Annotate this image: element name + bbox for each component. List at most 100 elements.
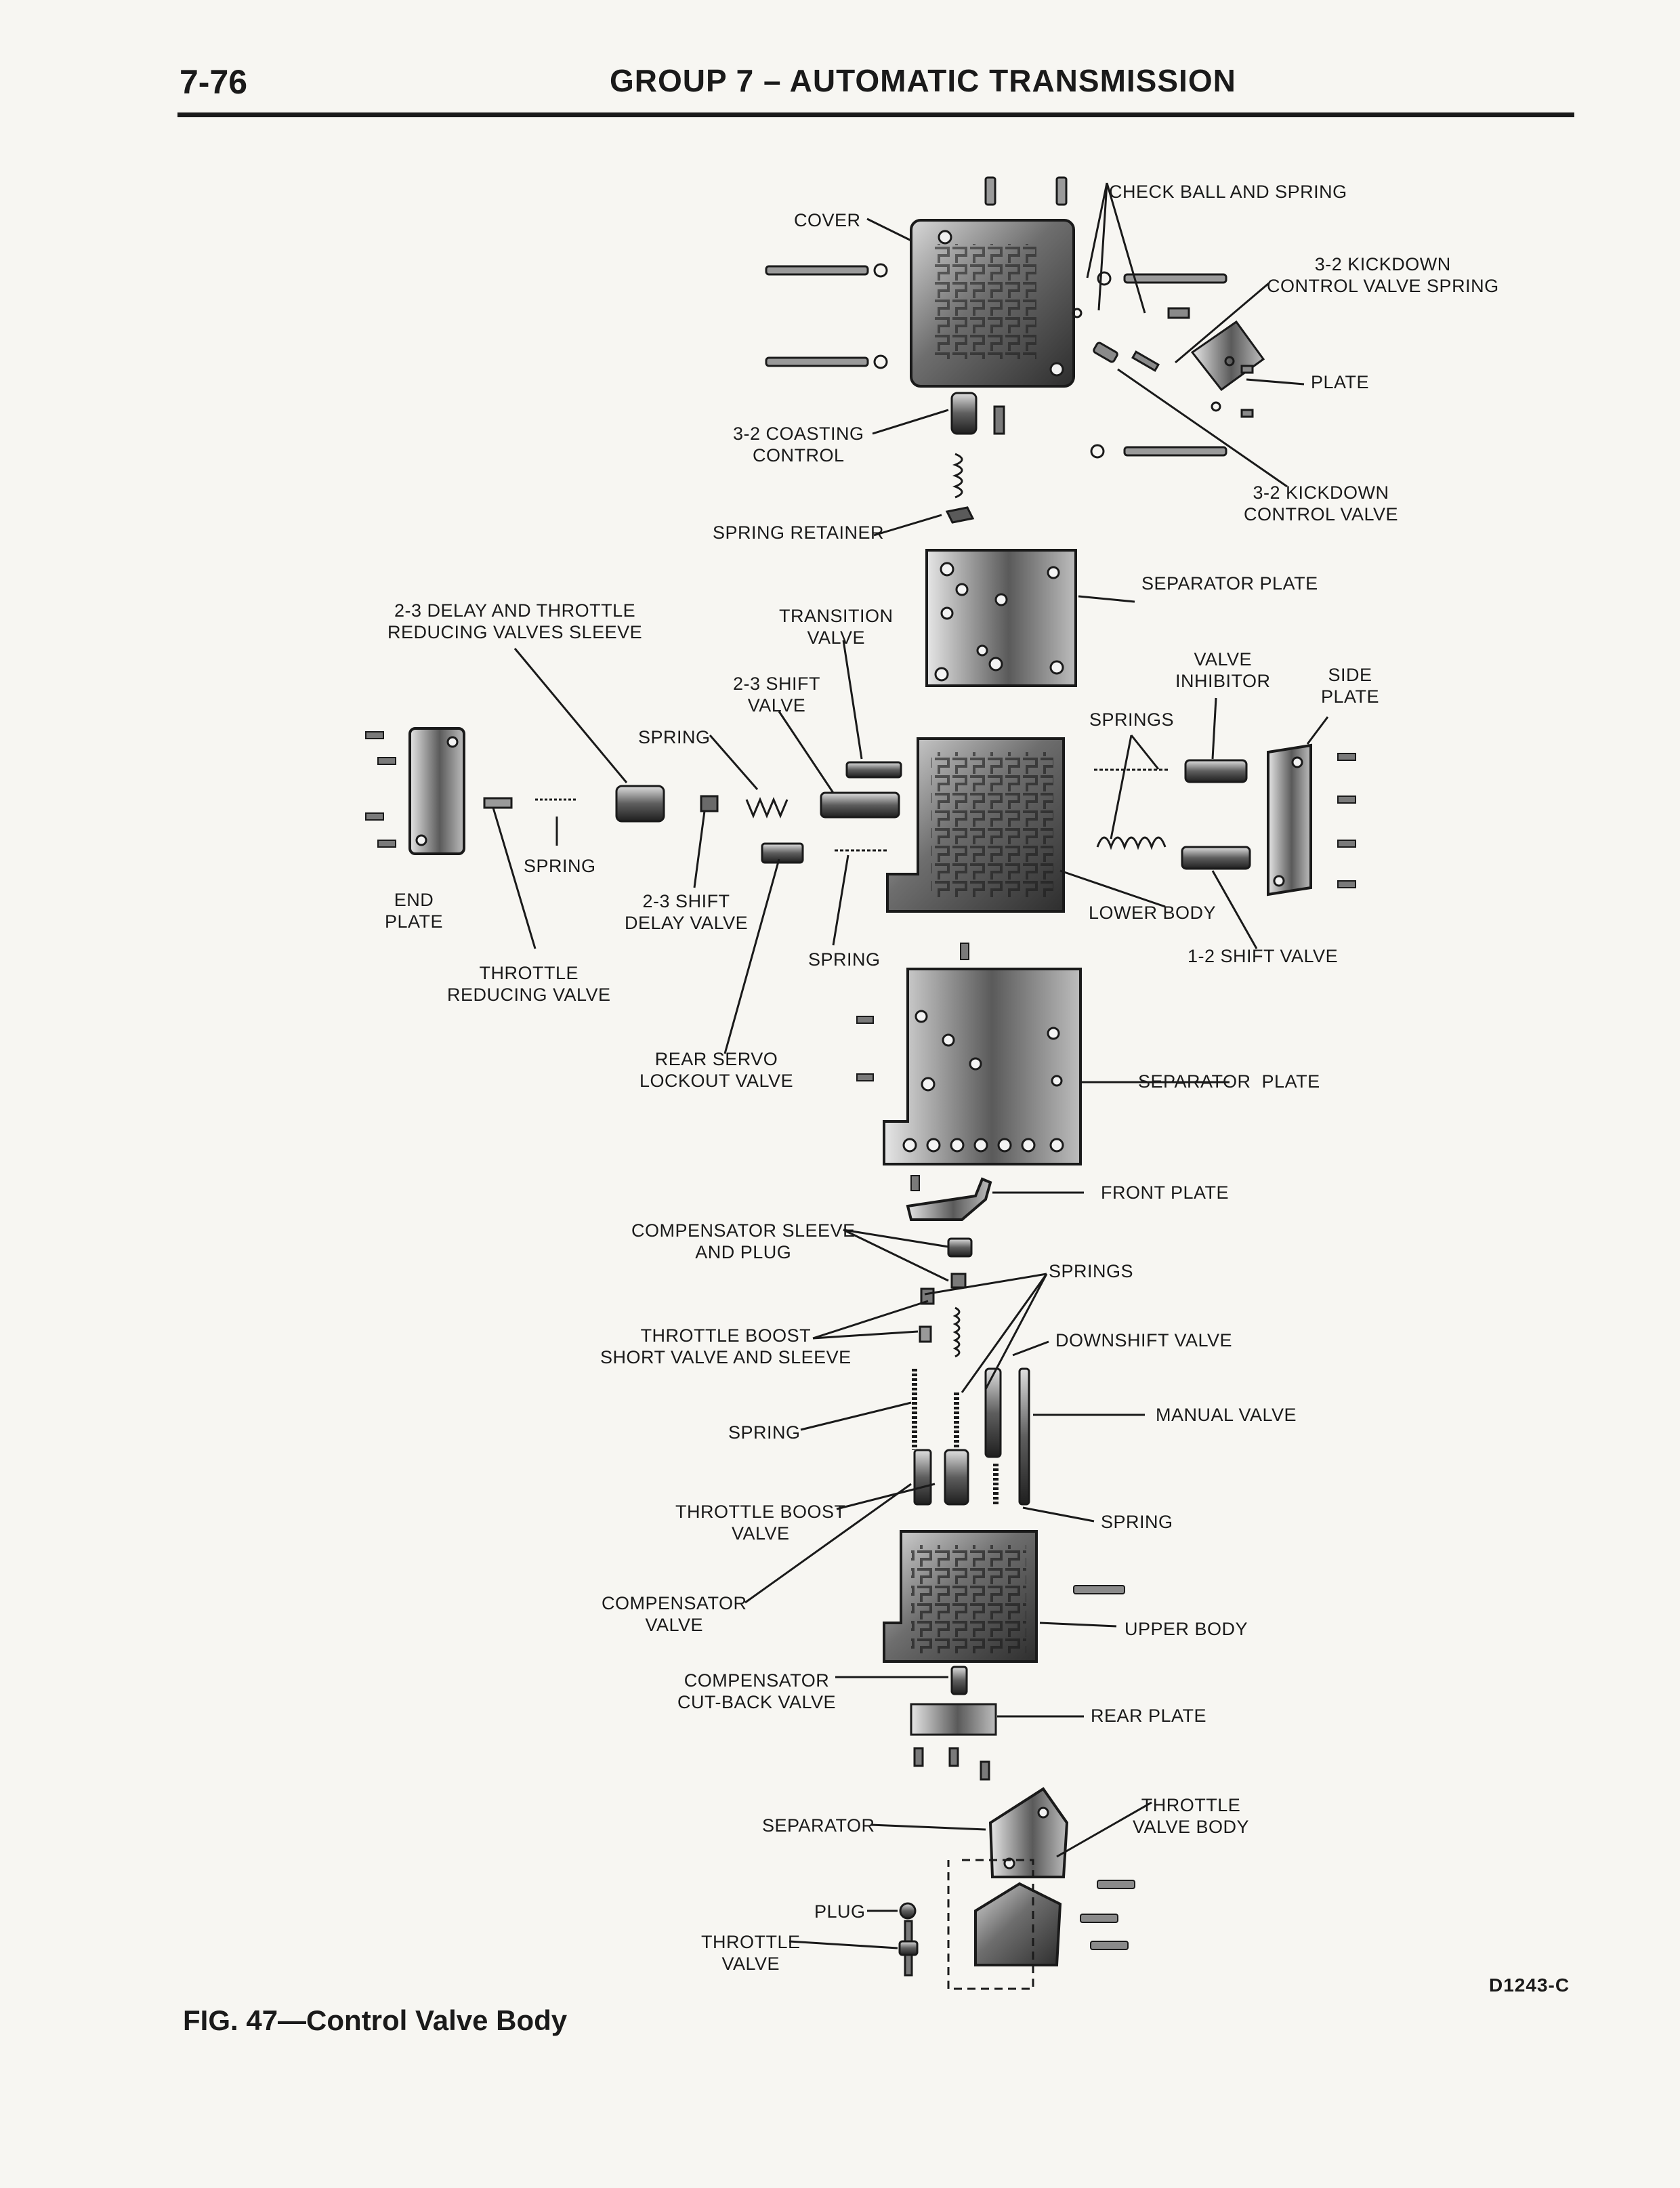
label-valve-inhibitor-line2: INHIBITOR	[1175, 671, 1271, 691]
label-compensator-sleeve-plug-line2: AND PLUG	[695, 1242, 792, 1262]
label-throttle-reducing-valve-line2: REDUCING VALVE	[447, 985, 611, 1005]
label-rear-servo-lockout: REAR SERVO LOCKOUT VALVE	[639, 1048, 793, 1092]
label-throttle-valve-body-line1: THROTTLE	[1141, 1795, 1241, 1815]
kickdown-parts	[1072, 307, 1265, 418]
label-23-shift-valve-line2: VALVE	[747, 695, 806, 716]
label-kickdown-control-valve-line2: CONTROL VALVE	[1244, 504, 1399, 524]
upper-body-small-parts	[912, 1237, 1030, 1506]
label-compensator-cutback: COMPENSATOR CUT-BACK VALVE	[677, 1670, 836, 1713]
label-spring-a: SPRING	[638, 727, 711, 747]
label-lower-body: LOWER BODY	[1089, 903, 1217, 923]
label-spring-b: SPRING	[524, 856, 596, 876]
label-plug: PLUG	[814, 1901, 866, 1922]
front-plate	[906, 1177, 992, 1221]
label-coasting-control-line2: CONTROL	[753, 445, 845, 466]
label-compensator-cutback-line2: CUT-BACK VALVE	[677, 1692, 837, 1712]
label-delay-throttle-sleeve-line2: REDUCING VALVES SLEEVE	[387, 622, 643, 642]
cover-casting	[910, 219, 1075, 388]
plate-screws	[365, 731, 1356, 888]
label-throttle-reducing-valve: THROTTLE REDUCING VALVE	[447, 962, 611, 1006]
label-throttle-reducing-valve-line1: THROTTLE	[479, 963, 579, 983]
label-springs-mid: SPRINGS	[1089, 709, 1175, 730]
lower-body-valves	[483, 759, 1251, 870]
lower-body-casting	[886, 737, 1065, 913]
plug-throttle-valve	[898, 1902, 919, 1977]
label-side-plate-line2: PLATE	[1321, 686, 1380, 707]
label-upper-body: UPPER BODY	[1125, 1619, 1248, 1639]
label-kickdown-valve-spring-line2: CONTROL VALVE SPRING	[1267, 276, 1499, 296]
label-manual-valve: MANUAL VALVE	[1156, 1405, 1297, 1425]
label-kickdown-valve-spring: 3-2 KICKDOWN CONTROL VALVE SPRING	[1267, 253, 1499, 297]
label-valve-inhibitor: VALVE INHIBITOR	[1175, 648, 1271, 692]
label-spring-c: SPRING	[808, 949, 881, 970]
label-downshift-valve: DOWNSHIFT VALVE	[1055, 1330, 1233, 1350]
label-delay-throttle-sleeve: 2-3 DELAY AND THROTTLE REDUCING VALVES S…	[387, 600, 642, 643]
label-coasting-control: 3-2 COASTING CONTROL	[733, 423, 864, 466]
separator-plate-mid	[883, 968, 1082, 1165]
label-throttle-boost-short-line1: THROTTLE BOOST	[640, 1325, 812, 1346]
label-coasting-control-line1: 3-2 COASTING	[733, 424, 864, 444]
label-throttle-boost-valve: THROTTLE BOOST VALVE	[675, 1501, 846, 1544]
label-23-shift-delay-valve-line1: 2-3 SHIFT	[642, 891, 730, 911]
label-compensator-sleeve-plug: COMPENSATOR SLEEVE AND PLUG	[631, 1220, 856, 1263]
label-throttle-valve: THROTTLE VALVE	[701, 1931, 801, 1975]
label-throttle-boost-valve-line1: THROTTLE BOOST	[675, 1502, 846, 1522]
label-kickdown-valve-spring-line1: 3-2 KICKDOWN	[1314, 254, 1451, 274]
label-compensator-cutback-line1: COMPENSATOR	[684, 1670, 830, 1691]
label-delay-throttle-sleeve-line1: 2-3 DELAY AND THROTTLE	[394, 600, 636, 621]
label-transition-valve-line1: TRANSITION	[779, 606, 894, 626]
label-kickdown-control-valve-line1: 3-2 KICKDOWN	[1253, 482, 1389, 503]
label-rear-plate: REAR PLATE	[1091, 1706, 1207, 1726]
label-throttle-valve-body: THROTTLE VALVE BODY	[1133, 1794, 1249, 1838]
figure-caption: FIG. 47—Control Valve Body	[183, 2004, 568, 2036]
label-rear-servo-lockout-line2: LOCKOUT VALVE	[639, 1071, 794, 1091]
end-plate	[408, 727, 465, 855]
label-side-plate: SIDE PLATE	[1321, 664, 1379, 707]
label-throttle-boost-short-line2: SHORT VALVE AND SLEEVE	[600, 1347, 852, 1367]
label-end-plate-line1: END	[394, 890, 434, 910]
throttle-valve-body	[974, 1880, 1135, 1966]
label-cover: COVER	[794, 210, 861, 230]
label-compensator-sleeve-plug-line1: COMPENSATOR SLEEVE	[631, 1220, 856, 1241]
header-rule	[177, 112, 1574, 117]
label-spring-e: SPRING	[1101, 1512, 1173, 1532]
label-check-ball-and-spring: CHECK BALL AND SPRING	[1109, 182, 1347, 202]
label-valve-inhibitor-line1: VALVE	[1194, 649, 1253, 669]
label-springs-low: SPRINGS	[1049, 1261, 1134, 1281]
throttle-separator	[988, 1787, 1069, 1878]
group-title: GROUP 7 – AUTOMATIC TRANSMISSION	[610, 63, 1236, 98]
label-side-plate-line1: SIDE	[1328, 665, 1372, 685]
label-throttle-boost-valve-line2: VALVE	[731, 1523, 790, 1544]
label-compensator-valve-line2: VALVE	[645, 1615, 704, 1635]
cover-bolts	[765, 176, 1227, 459]
label-23-shift-delay-valve: 2-3 SHIFT DELAY VALVE	[625, 890, 748, 934]
label-compensator-valve: COMPENSATOR VALVE	[602, 1592, 747, 1636]
label-throttle-valve-line2: VALVE	[721, 1954, 780, 1974]
label-transition-valve-line2: VALVE	[807, 627, 866, 648]
label-compensator-valve-line1: COMPENSATOR	[602, 1593, 747, 1613]
label-separator-plate-top: SEPARATOR PLATE	[1141, 573, 1318, 594]
label-plate: PLATE	[1311, 372, 1370, 392]
label-23-shift-valve: 2-3 SHIFT VALVE	[733, 673, 820, 716]
mid-screws	[856, 943, 969, 1191]
page-number: 7-76	[180, 63, 248, 101]
rear-plate-group	[910, 1666, 997, 1781]
side-plate	[1267, 743, 1312, 896]
label-separator: SEPARATOR	[762, 1815, 875, 1836]
label-spring-d: SPRING	[728, 1422, 801, 1443]
label-rear-servo-lockout-line1: REAR SERVO	[654, 1049, 778, 1069]
label-throttle-valve-body-line2: VALVE BODY	[1133, 1817, 1250, 1837]
label-end-plate: END PLATE	[385, 889, 443, 932]
label-separator-plate-mid: SEPARATOR PLATE	[1138, 1071, 1320, 1092]
label-kickdown-control-valve: 3-2 KICKDOWN CONTROL VALVE	[1244, 482, 1398, 525]
label-end-plate-line2: PLATE	[385, 911, 444, 932]
label-transition-valve: TRANSITION VALVE	[779, 605, 894, 648]
leader-lines	[492, 182, 1329, 1949]
separator-plate-top	[925, 549, 1077, 687]
label-23-shift-valve-line1: 2-3 SHIFT	[733, 674, 821, 694]
upper-body-casting	[883, 1530, 1125, 1663]
dashed-outline	[947, 1859, 1034, 1990]
label-23-shift-delay-valve-line2: DELAY VALVE	[625, 913, 749, 933]
label-throttle-boost-short: THROTTLE BOOST SHORT VALVE AND SLEEVE	[600, 1325, 852, 1368]
